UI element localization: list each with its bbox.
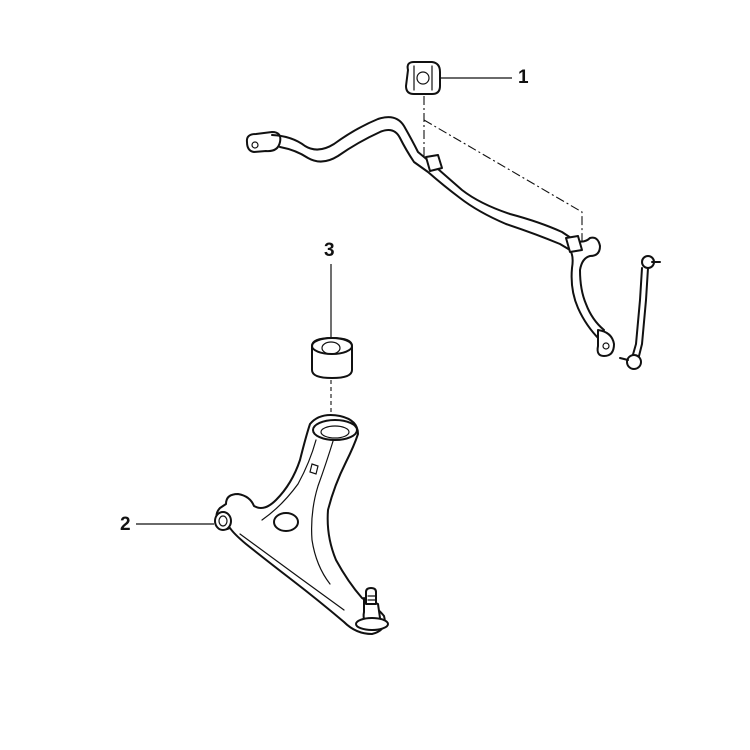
stabilizer-bushing [405,61,441,95]
lower-arm-bushing [311,337,353,379]
callout-2: 2 [120,514,131,535]
lower-control-arm [214,414,389,635]
callout-1: 1 [518,67,529,88]
bushing-alignment-lines [423,96,583,244]
callout-3: 3 [324,240,335,261]
stabilizer-bar [245,116,615,357]
stabilizer-link [619,255,661,370]
